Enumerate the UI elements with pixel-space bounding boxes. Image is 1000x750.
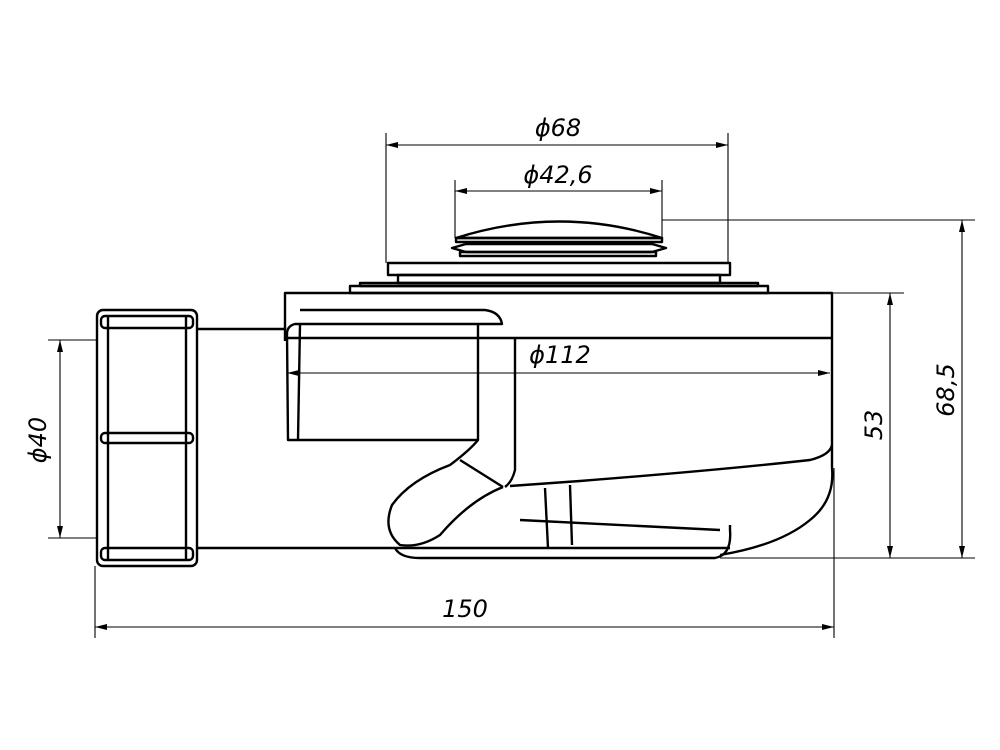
dimension-w150 — [94, 468, 835, 638]
dimension-d68 — [385, 133, 729, 263]
dim-label-h53: 53 — [860, 410, 888, 441]
dim-label-d42-6: ϕ42,6 — [523, 161, 592, 189]
dim-label-d112: ϕ112 — [529, 341, 591, 369]
flange-plate — [348, 261, 770, 295]
dim-label-d40: ϕ40 — [24, 417, 52, 463]
dimension-d40 — [48, 339, 97, 539]
dim-label-w150: 150 — [442, 595, 488, 623]
outlet-pipe — [197, 308, 504, 550]
dimension-h53 — [720, 292, 975, 559]
dimension-h68-5 — [662, 219, 975, 558]
dim-label-d68: ϕ68 — [535, 114, 581, 142]
drain-cap — [450, 220, 668, 258]
siphon-body — [283, 291, 834, 560]
dimension-d42-6 — [454, 180, 663, 238]
dim-label-h68-5: 68,5 — [932, 363, 960, 416]
union-nut — [95, 308, 199, 568]
